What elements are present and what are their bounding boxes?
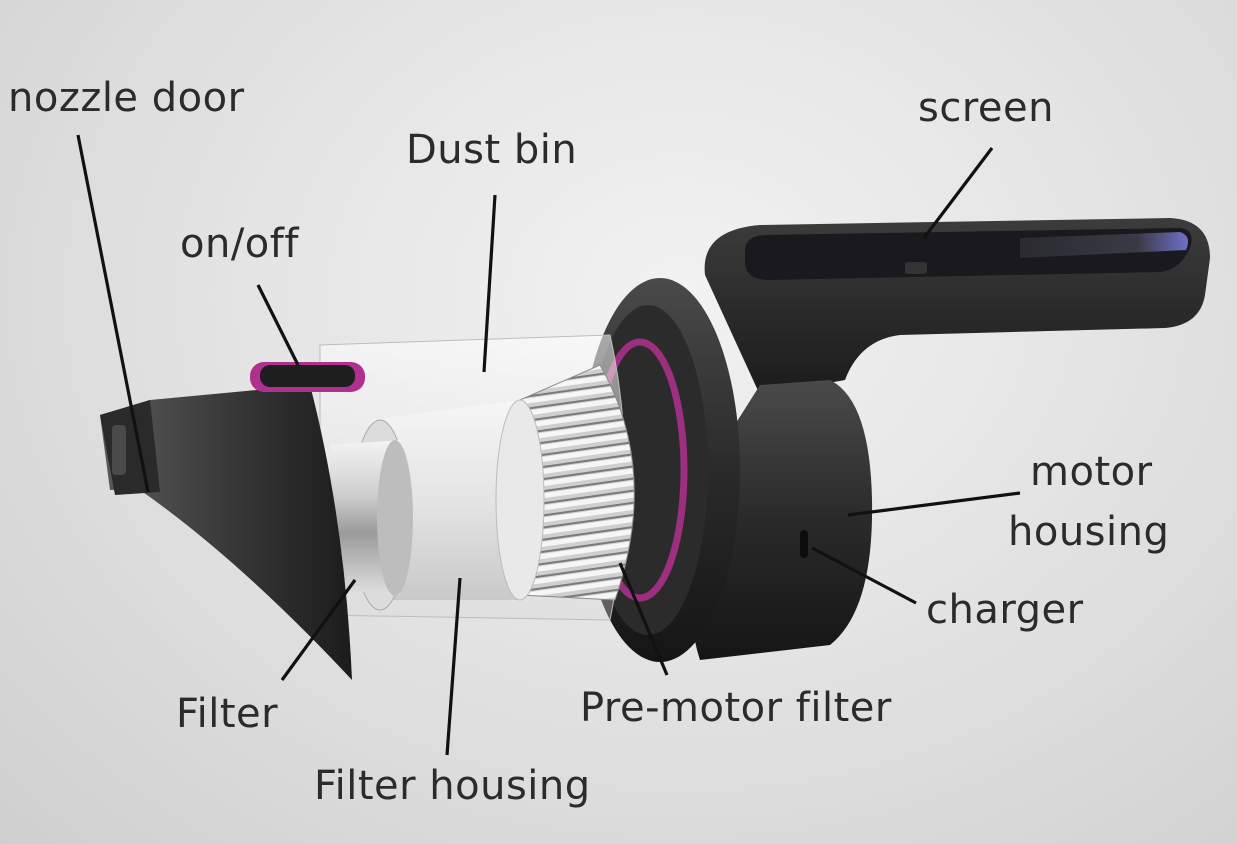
label-screen: screen [918,85,1054,131]
label-on-off: on/off [180,221,299,267]
screen-icon [905,262,927,274]
screen-display [1020,232,1188,258]
leader-charger [811,546,917,605]
label-motor-housing-line1: motor [1030,449,1153,495]
label-pre-motor-filter: Pre-motor filter [580,685,892,731]
label-filter: Filter [176,691,279,737]
leader-lines [76,134,1021,756]
label-nozzle-door: nozzle door [8,75,245,121]
leader-pre-motor-filter [618,562,669,676]
handle [704,218,1210,395]
label-charger: charger [926,587,1084,633]
label-motor-housing-line2: housing [1008,509,1170,555]
label-dust-bin: Dust bin [406,127,578,173]
label-filter-housing: Filter housing [314,763,591,809]
charger-port [800,530,808,558]
power-button[interactable] [250,362,365,392]
leader-dust-bin [482,194,497,373]
leader-filter-housing [445,577,462,756]
leader-motor-housing [847,491,1021,517]
leader-screen [922,147,994,239]
leader-nozzle-door [76,134,150,493]
leader-on-off [256,284,300,366]
leader-filter [280,579,357,681]
